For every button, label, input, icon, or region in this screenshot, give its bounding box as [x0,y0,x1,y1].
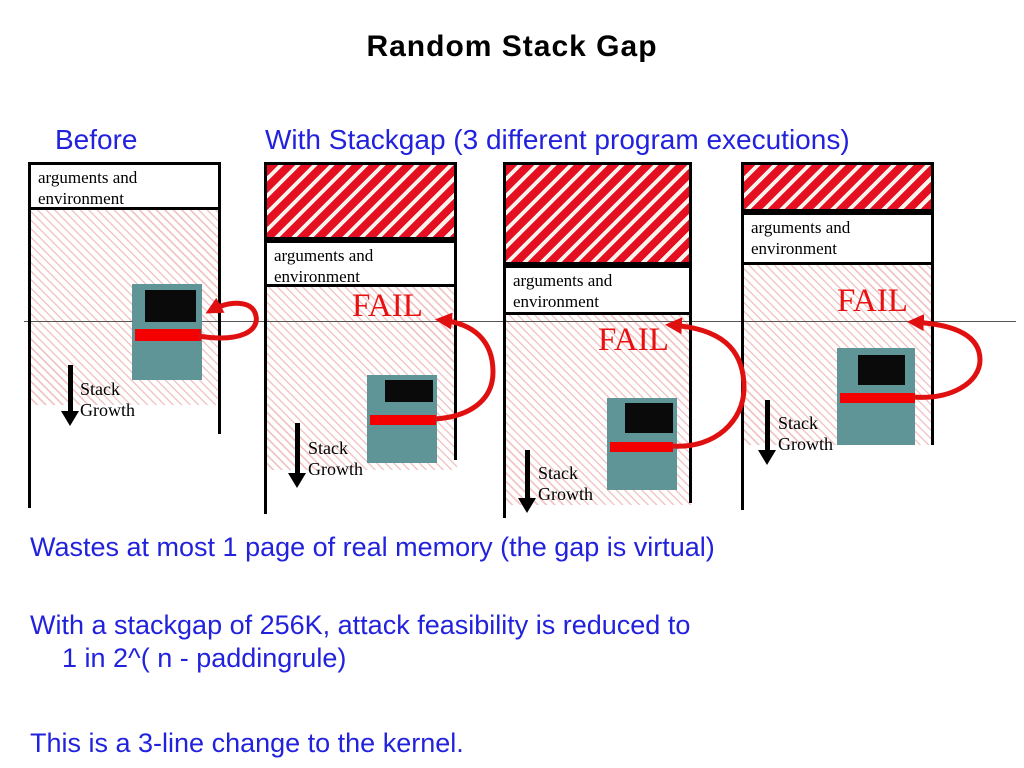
right-border-run1 [454,162,457,460]
args-env-box-run3: arguments and environment [741,212,934,265]
fail-label-run1: FAIL [352,288,423,324]
left-border-run3 [741,162,744,510]
stack-growth-line1: Stack [308,438,348,458]
args-env-box-run1: arguments and environment [264,240,457,287]
stack-growth-arrowhead [61,411,79,426]
note-wastes: Wastes at most 1 page of real memory (th… [30,532,715,562]
stack-growth-label: Stack Growth [538,463,593,505]
right-border-run2 [689,162,692,503]
fail-label-run3: FAIL [837,283,908,319]
label-before: Before [55,124,138,155]
stack-growth-arrowhead [518,498,536,513]
stack-growth-arrow [295,423,300,473]
stack-growth-line2: Growth [80,400,135,420]
screen-icon [385,380,433,402]
right-border-before [218,162,221,434]
note-kernel-change: This is a 3-line change to the kernel. [30,728,464,758]
stackgap-box-run2 [503,162,692,265]
stack-growth-line1: Stack [538,463,578,483]
buffer-stripe [610,442,673,452]
stack-growth-arrow [765,400,770,450]
screen-icon [145,290,196,322]
computer-icon [132,284,202,380]
stack-growth-arrow [68,365,73,411]
computer-icon [837,348,915,445]
note-stackgap-256k: With a stackgap of 256K, attack feasibil… [30,610,691,640]
stack-growth-label: Stack Growth [80,379,135,421]
stack-growth-label: Stack Growth [308,438,363,480]
stack-growth-line2: Growth [308,459,363,479]
stack-growth-arrowhead [758,450,776,465]
left-border-run2 [503,162,506,518]
screen-icon [625,403,673,433]
right-border-run3 [931,162,934,445]
computer-icon [367,375,437,463]
stack-growth-arrow [525,450,530,498]
guessed-address-line [24,321,1016,322]
left-border-before [28,162,31,508]
page-title: Random Stack Gap [366,30,658,63]
stackgap-box-run3 [741,162,934,212]
screen-icon [858,355,905,385]
args-env-box-before: arguments and environment [28,162,221,210]
stack-growth-line2: Growth [538,484,593,504]
stack-growth-line2: Growth [778,434,833,454]
stack-growth-line1: Stack [778,413,818,433]
stack-growth-line1: Stack [80,379,120,399]
label-with-stackgap: With Stackgap (3 different program execu… [265,124,850,155]
args-env-box-run2: arguments and environment [503,265,692,315]
fail-label-run2: FAIL [598,322,669,358]
stack-growth-label: Stack Growth [778,413,833,455]
note-probability: 1 in 2^( n - paddingrule) [62,643,347,673]
computer-icon [607,398,677,490]
buffer-stripe [840,393,915,403]
stackgap-box-run1 [264,162,457,240]
buffer-stripe [135,329,201,341]
buffer-stripe [370,415,436,425]
stack-growth-arrowhead [288,473,306,488]
left-border-run1 [264,162,267,514]
